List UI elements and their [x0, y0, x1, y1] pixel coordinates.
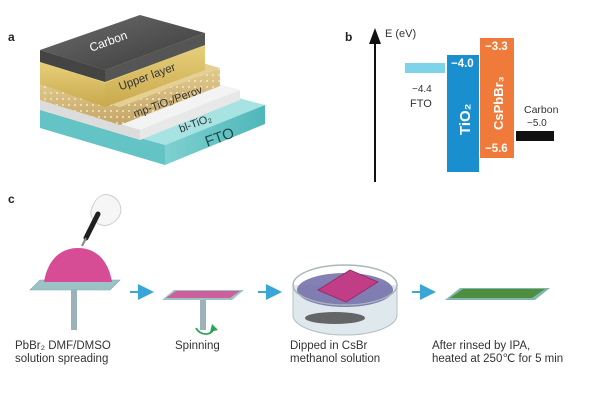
cspbbr3-bar [480, 38, 514, 158]
carbon-value: −5.0 [527, 118, 547, 129]
carbon-layer-side [105, 33, 205, 82]
step4-caption-line1: After rinsed by IPA, [432, 340, 531, 352]
tio2-bar [447, 55, 479, 172]
upper-layer-side [105, 45, 205, 107]
rotation-arrowhead [210, 324, 218, 332]
carbon-layer-front [40, 50, 105, 82]
pipette-illustration [81, 194, 122, 247]
step4-illustration [445, 288, 550, 300]
carbon-layer-top [40, 15, 205, 70]
bl-tio2-layer-side [140, 90, 240, 140]
cspbbr3-bottom-value: −5.6 [485, 143, 508, 155]
step3-illustration [292, 264, 398, 336]
step1-spinner-shaft [71, 290, 77, 330]
device-stack: Carbon Upper layer mp-TiO₂/Perov bl-TiO₂… [40, 15, 265, 165]
panel-a-label: a [8, 30, 15, 44]
step4-caption: After rinsed by IPA, heated at 250℃ for … [432, 340, 563, 366]
cspbbr3-name: CsPbBr₃ [491, 76, 506, 130]
carbon-name: Carbon [524, 104, 559, 116]
step1-caption-line2: solution spreading [15, 353, 109, 365]
cspbbr3-top-value: −3.3 [485, 41, 508, 53]
step2-film [166, 291, 240, 298]
fto-value: −4.4 [412, 84, 432, 95]
step2-caption: Spinning [175, 340, 220, 353]
fto-layer-front [40, 110, 165, 165]
pipette-body [83, 211, 101, 241]
step3-caption-line2: methanol solution [290, 353, 381, 365]
step1-solution-dome [44, 248, 112, 282]
step1-caption-line1: PbBr₂ DMF/DMSO [15, 340, 111, 352]
step2-illustration [162, 290, 244, 335]
dish-residue [305, 312, 365, 324]
carbon-level-bar [516, 131, 554, 141]
panel-c-label: c [8, 192, 15, 206]
mp-layer-side-dots [120, 68, 220, 125]
bl-tio2-layer-front [40, 100, 140, 140]
step3-caption-line1: Dipped in CsBr [290, 340, 368, 352]
step1-substrate [29, 279, 121, 291]
pipette-tip [81, 237, 87, 247]
energy-diagram: E (eV) −4.4 FTO −4.0 TiO₂ −3.3 CsPbBr₃ −… [369, 28, 559, 182]
dish-rim [292, 264, 398, 306]
energy-axis-arrowhead [369, 28, 381, 44]
fto-layer-side [165, 105, 265, 165]
step4-caption-line2: heated at 250℃ for 5 min [432, 353, 564, 365]
tio2-top-value: −4.0 [451, 58, 474, 70]
step4-film [450, 289, 545, 298]
dipped-substrate [317, 269, 379, 303]
step2-spinner-shaft [200, 300, 206, 330]
energy-axis-label: E (eV) [385, 28, 416, 40]
fto-level-bar [405, 63, 445, 73]
fto-name: FTO [410, 98, 432, 110]
step1-caption: PbBr₂ DMF/DMSO solution spreading [15, 340, 111, 366]
upper-layer-front [40, 62, 105, 107]
step3-caption: Dipped in CsBr methanol solution [290, 340, 380, 366]
mp-layer-front-dots [40, 82, 120, 125]
panel-b-label: b [345, 30, 353, 44]
step1-illustration [29, 248, 121, 330]
step2-caption-line1: Spinning [175, 340, 220, 352]
tio2-name: TiO₂ [457, 104, 474, 135]
